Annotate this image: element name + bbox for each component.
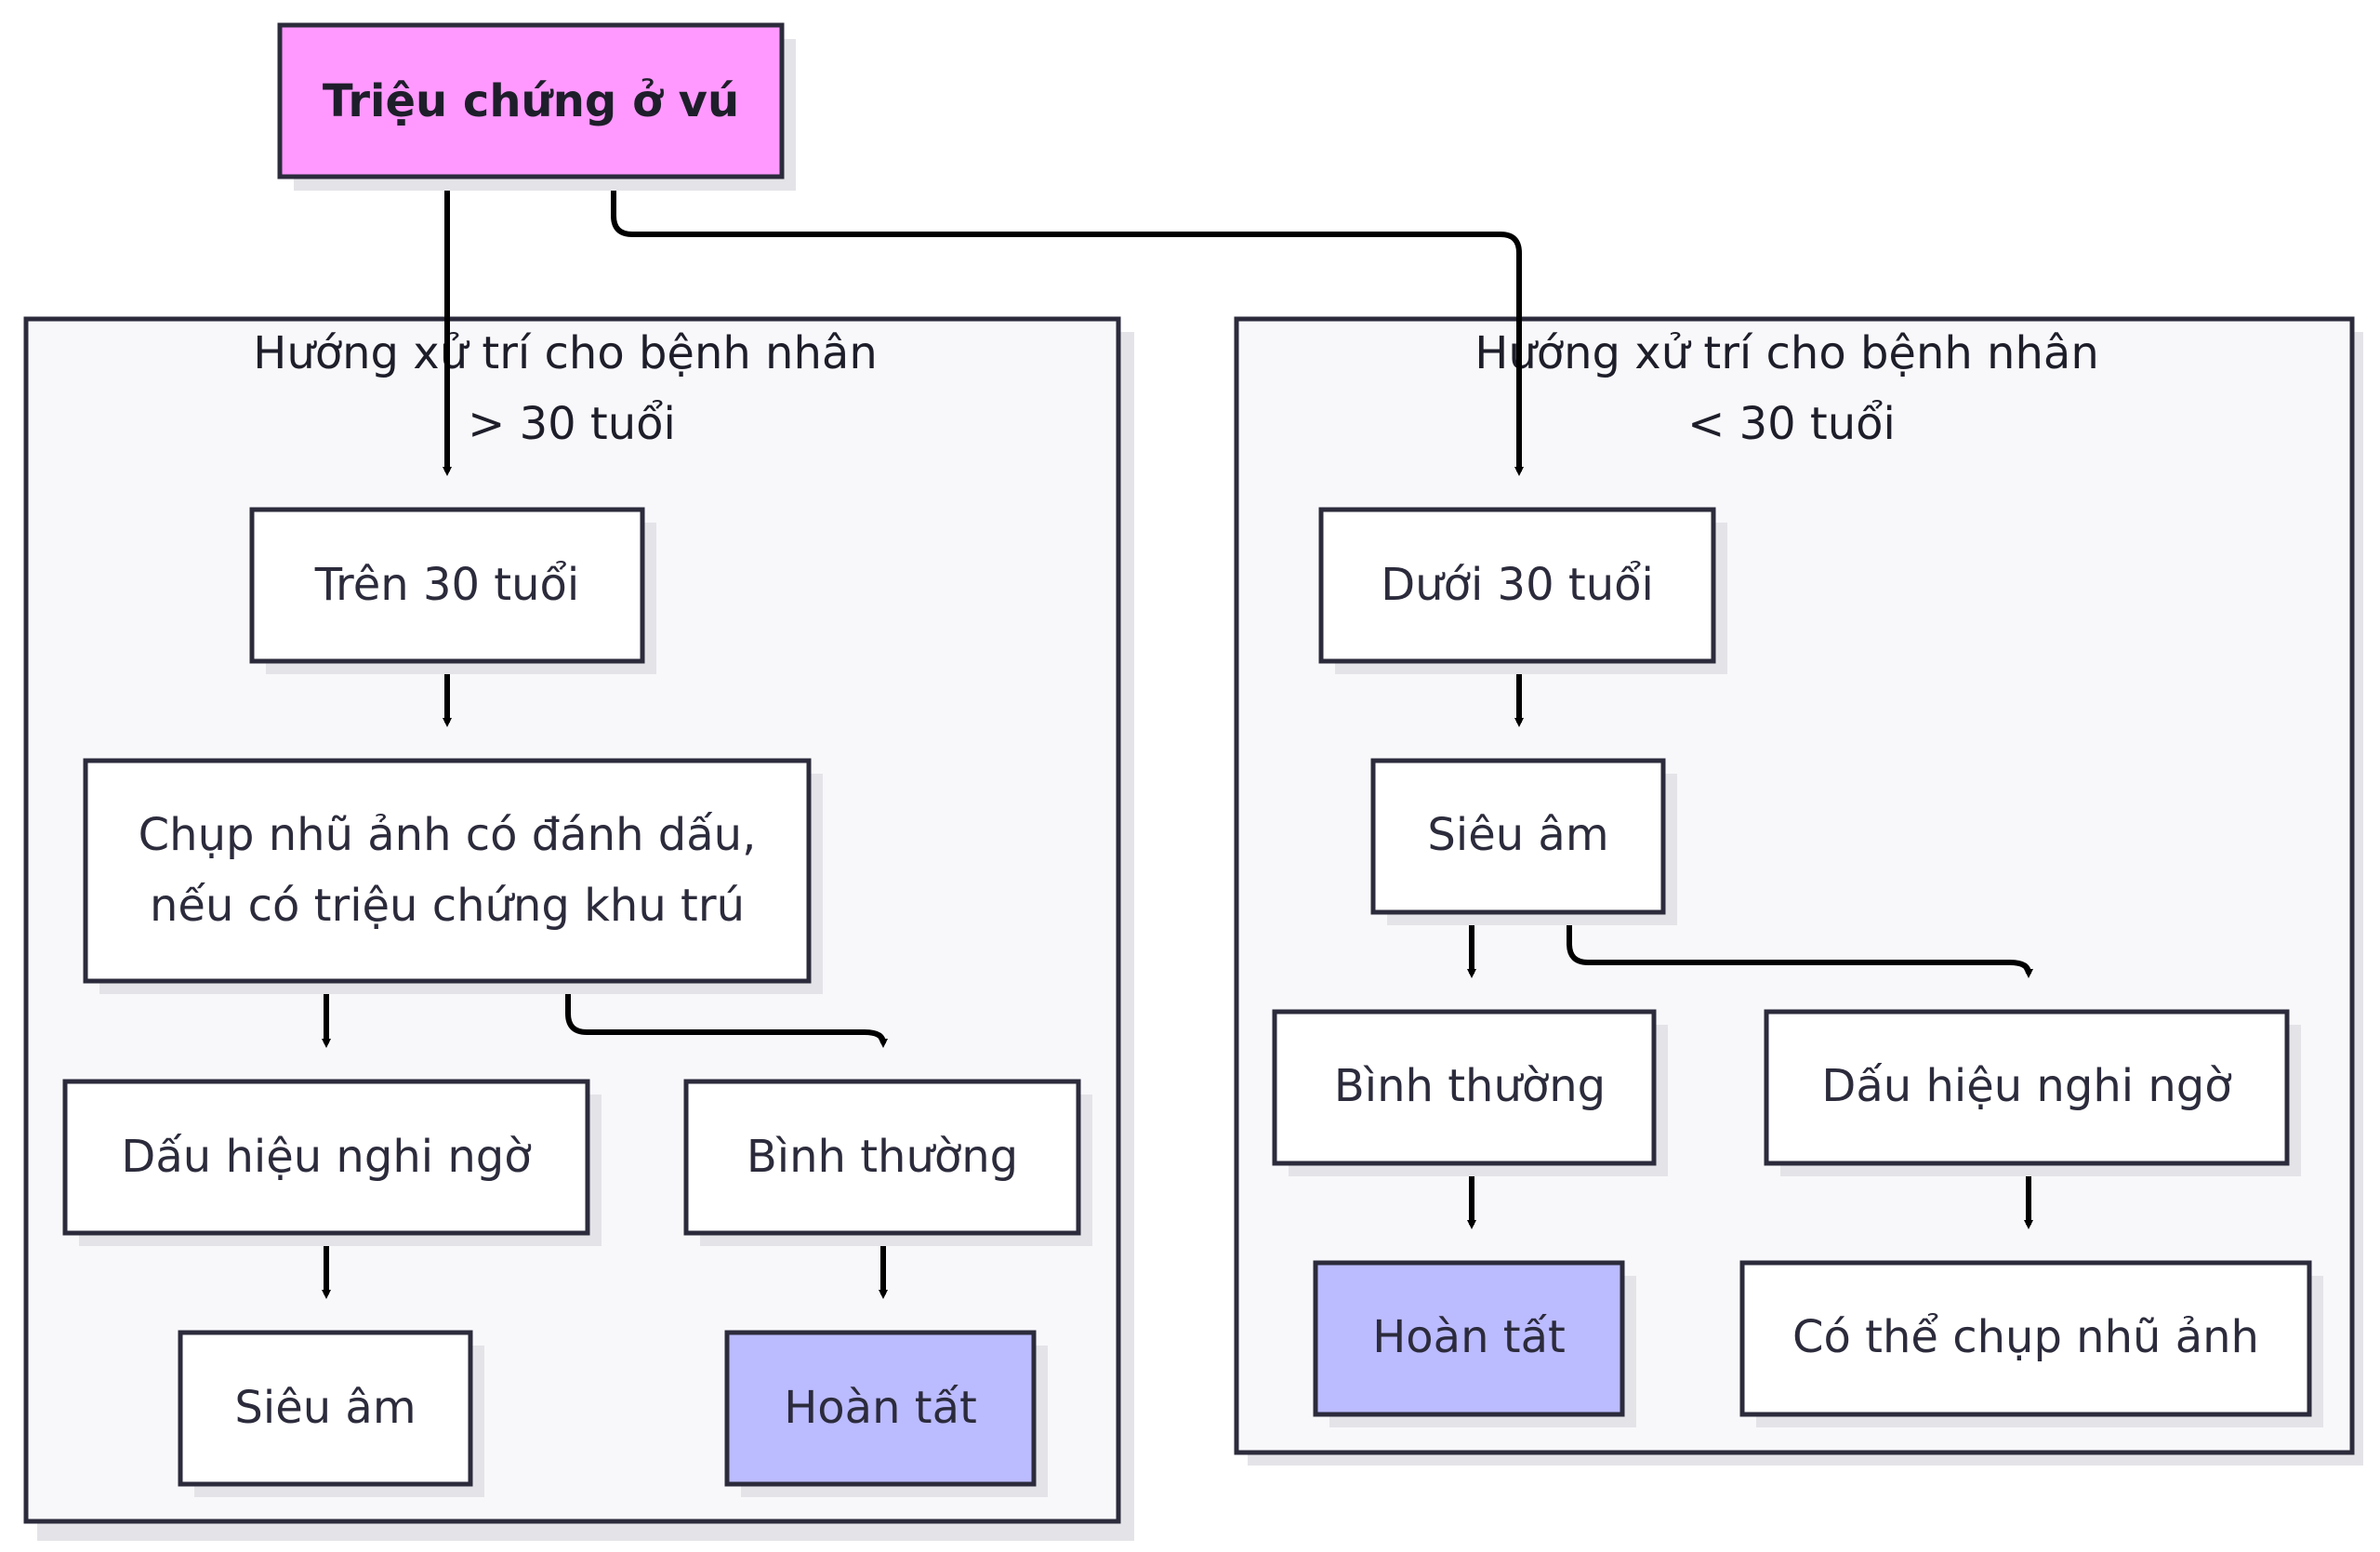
node-binhthuong-left-box <box>683 1079 1081 1236</box>
node-root: Triệu chứng ở vú <box>277 22 796 191</box>
node-sieuam-left-label: Siêu âm <box>234 1382 416 1434</box>
node-binhthuong-right-label: Bình thường <box>1334 1060 1606 1112</box>
node-dauhieu-right-box <box>1764 1009 2290 1166</box>
node-chup-label-line2: nếu có triệu chứng khu trú <box>150 880 745 932</box>
node-chup-nhu-anh: Chụp nhũ ảnh có đánh dấu, nếu có triệu c… <box>83 758 823 994</box>
node-chup-box <box>83 758 812 984</box>
node-binhthuong-left-label: Bình thường <box>747 1131 1018 1183</box>
node-hoantat-left-label: Hoàn tất <box>784 1382 977 1434</box>
node-cothechup-box <box>1739 1260 2312 1417</box>
node-dau-hieu-left: Dấu hiệu nghi ngờ <box>62 1079 602 1246</box>
node-dauhieu-left-label: Dấu hiệu nghi ngờ <box>121 1131 531 1183</box>
node-binh-thuong-right: Bình thường <box>1272 1009 1668 1176</box>
node-sieu-am-left: Siêu âm <box>178 1330 484 1497</box>
node-tren30: Trên 30 tuổi <box>249 507 656 674</box>
node-duoi30: Dưới 30 tuổi <box>1318 507 1727 674</box>
node-dauhieu-right-label: Dấu hiệu nghi ngờ <box>1821 1060 2231 1112</box>
node-sieuam-left-box <box>178 1330 473 1487</box>
node-sieu-am-right: Siêu âm <box>1370 758 1677 925</box>
node-root-label: Triệu chứng ở vú <box>323 75 739 127</box>
node-hoantat-right-box <box>1313 1260 1625 1417</box>
node-sieuam-right-box <box>1370 758 1666 915</box>
edge-root-to-duoi30 <box>611 177 1524 476</box>
cluster-under-30-title-line2: < 30 tuổi <box>1687 398 1896 450</box>
node-tren30-label: Trên 30 tuổi <box>314 559 579 611</box>
node-root-box <box>277 22 785 179</box>
node-hoantat-left-box <box>724 1330 1037 1487</box>
node-hoan-tat-left: Hoàn tất <box>724 1330 1048 1497</box>
node-tren30-box <box>249 507 645 664</box>
cluster-under-30-title-line1: Hướng xử trí cho bệnh nhân <box>1474 327 2098 379</box>
edge-sieuam-to-dauhieu-right <box>1567 911 2033 978</box>
node-cothechup-label: Có thể chụp nhũ ảnh <box>1792 1311 2259 1363</box>
node-hoantat-right-label: Hoàn tất <box>1372 1311 1566 1363</box>
cluster-over-30-title-line1: Hướng xử trí cho bệnh nhân <box>253 327 877 379</box>
node-sieuam-right-label: Siêu âm <box>1427 809 1608 861</box>
node-binh-thuong-left: Bình thường <box>683 1079 1092 1246</box>
node-dau-hieu-right: Dấu hiệu nghi ngờ <box>1764 1009 2301 1176</box>
edge-chup-to-binhthuong-left <box>565 981 888 1048</box>
node-chup-label-line1: Chụp nhũ ảnh có đánh dấu, <box>139 809 757 861</box>
node-dauhieu-left-box <box>62 1079 590 1236</box>
node-binhthuong-right-box <box>1272 1009 1657 1166</box>
cluster-over-30-title-line2: > 30 tuổi <box>468 398 676 450</box>
node-duoi30-label: Dưới 30 tuổi <box>1381 559 1654 611</box>
node-duoi30-box <box>1318 507 1716 664</box>
node-hoan-tat-right: Hoàn tất <box>1313 1260 1636 1427</box>
node-co-the-chup: Có thể chụp nhũ ảnh <box>1739 1260 2323 1427</box>
